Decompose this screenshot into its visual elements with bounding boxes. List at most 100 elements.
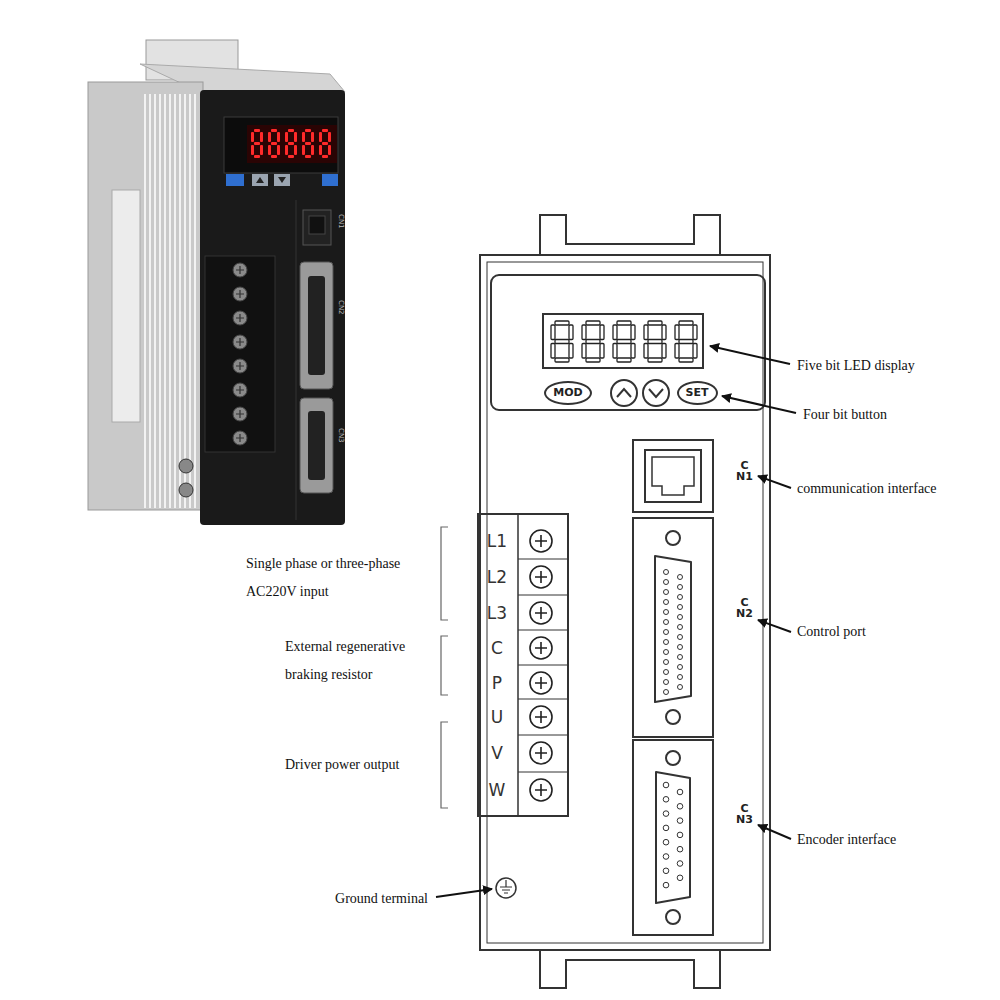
led-segment <box>555 358 569 362</box>
leader-line <box>436 346 796 897</box>
led-segment <box>693 344 697 359</box>
pin <box>664 590 669 595</box>
led-segment <box>319 132 322 142</box>
heatsink-fin <box>184 94 186 508</box>
screw-slot <box>535 642 547 654</box>
pin <box>664 580 669 585</box>
led-segment <box>617 321 631 325</box>
terminal-screw <box>233 407 247 421</box>
terminal-screw <box>530 706 552 728</box>
led-segment <box>288 155 294 158</box>
led-window <box>543 314 703 368</box>
bracket <box>441 527 448 620</box>
button <box>322 174 338 186</box>
led-segment <box>582 344 586 359</box>
heatsink-fins <box>145 94 195 508</box>
pin <box>678 635 683 640</box>
screw-slot <box>535 677 547 689</box>
button <box>252 174 268 186</box>
terminal-divider <box>518 699 568 700</box>
led-segment <box>693 325 697 340</box>
rj45-port <box>303 210 331 245</box>
led-segment <box>648 340 662 344</box>
terminal-block <box>478 514 568 816</box>
button-label: MOD <box>553 387 582 399</box>
terminal-divider <box>518 735 568 736</box>
pin <box>663 782 669 788</box>
port-name: CN1 <box>736 460 753 482</box>
leader-line <box>758 620 791 632</box>
led-segment <box>254 155 260 158</box>
led-segment <box>271 129 277 132</box>
led-segment <box>268 145 271 155</box>
screw-slot <box>236 266 244 274</box>
led-segment <box>305 142 311 145</box>
rj45-port <box>645 450 701 502</box>
terminal-screw <box>530 602 552 624</box>
screw-slot <box>535 607 547 619</box>
pin <box>678 645 683 650</box>
screw-slot <box>236 338 244 346</box>
pin <box>663 797 669 803</box>
panel-divider <box>296 200 297 520</box>
terminal-screw <box>233 287 247 301</box>
pin <box>663 825 669 831</box>
terminal-divider <box>518 595 568 596</box>
led-segment <box>617 358 631 362</box>
terminal-screw <box>233 335 247 349</box>
mounting-tab <box>540 950 720 988</box>
led-segment <box>551 344 555 359</box>
port-name: CN2 <box>736 597 753 619</box>
led-segment <box>302 145 305 155</box>
led-segment <box>679 340 693 344</box>
led-segment <box>679 321 693 325</box>
pin <box>663 854 669 860</box>
button <box>274 174 290 186</box>
side-bracket <box>112 190 140 422</box>
led-window <box>247 125 337 163</box>
led-digits <box>551 321 697 362</box>
led-segment <box>648 321 662 325</box>
heatsink-fin <box>154 94 156 508</box>
cn-label: CN3 <box>337 428 345 443</box>
terminal-name: W <box>485 780 509 800</box>
heatsink-fin <box>194 94 196 508</box>
callout-text: Ground terminal <box>335 889 428 909</box>
terminal-divider <box>518 630 568 631</box>
screw-slot <box>535 747 547 759</box>
screw-slot <box>535 711 547 723</box>
pin <box>677 832 683 838</box>
terminal-screw <box>233 311 247 325</box>
cn2-port <box>633 518 713 737</box>
terminal-block <box>518 514 568 816</box>
pin <box>678 575 683 580</box>
led-digits <box>251 129 331 158</box>
pin <box>664 600 669 605</box>
leader-line <box>758 825 791 839</box>
pin <box>677 875 683 881</box>
led-segment <box>277 132 280 142</box>
pin <box>678 585 683 590</box>
pin <box>678 685 683 690</box>
led-segment <box>271 155 277 158</box>
connector-screw <box>666 751 680 765</box>
terminal-screw <box>233 383 247 397</box>
led-segment <box>328 132 331 142</box>
db15-connector <box>308 411 325 480</box>
pin <box>677 789 683 795</box>
pin <box>664 690 669 695</box>
led-segment <box>285 145 288 155</box>
screw-slot <box>236 314 244 322</box>
pin <box>677 846 683 852</box>
led-segment <box>254 142 260 145</box>
ground-screw <box>179 483 193 497</box>
led-segment <box>251 132 254 142</box>
db25-connector <box>300 262 333 389</box>
led-segment <box>251 145 254 155</box>
leader-line <box>758 476 791 488</box>
screw-slot <box>236 386 244 394</box>
led-segment <box>294 132 297 142</box>
led-segment <box>311 132 314 142</box>
led-segment <box>288 142 294 145</box>
pin <box>664 610 669 615</box>
